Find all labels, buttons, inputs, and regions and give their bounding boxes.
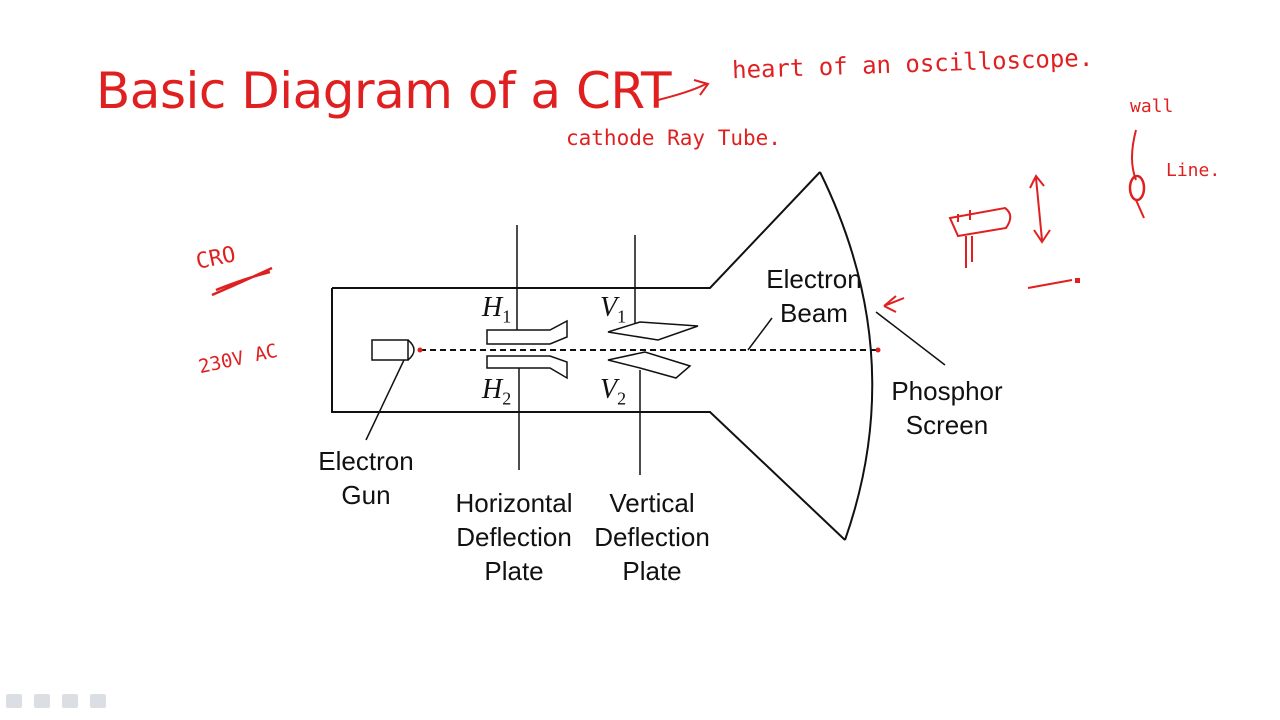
- pointer-icon[interactable]: [6, 694, 22, 708]
- h-plate-top: [486, 319, 568, 345]
- screen-leader: [875, 311, 946, 366]
- small-arrow-mark: [1027, 279, 1073, 289]
- wall-line-icon: [1131, 129, 1145, 219]
- electron-gun-body: [371, 339, 409, 361]
- cro-underline: [211, 266, 273, 297]
- v-plate-bottom: [607, 351, 692, 379]
- tube-outline: [331, 171, 846, 541]
- phosphor-screen-arc: [819, 171, 874, 541]
- v-plate-top: [607, 321, 699, 341]
- beam-leader: [747, 317, 773, 351]
- plug-icon: [948, 206, 1012, 268]
- up-down-arrow-icon: [1029, 174, 1051, 244]
- menu-icon[interactable]: [62, 694, 78, 708]
- h-plate-bottom: [486, 355, 568, 380]
- label-h1: H1: [482, 292, 512, 327]
- pen-icon[interactable]: [34, 694, 50, 708]
- gun-leader: [365, 359, 405, 441]
- arrow-to-oscilloscope: [657, 79, 710, 101]
- label-v2: V2: [600, 374, 627, 409]
- annotation-cathode: cathode Ray Tube.: [566, 126, 781, 150]
- arrow-to-screen: [883, 295, 905, 313]
- label-h2: H2: [482, 374, 512, 409]
- electron-gun-nose: [407, 339, 415, 361]
- annotation-line: Line.: [1166, 160, 1221, 181]
- next-arrow-icon[interactable]: [90, 694, 106, 708]
- label-v1: V1: [600, 292, 627, 327]
- page-title: Basic Diagram of a CRT: [96, 62, 672, 120]
- annotation-wall: wall: [1130, 96, 1174, 117]
- slide-toolbar: [6, 694, 106, 712]
